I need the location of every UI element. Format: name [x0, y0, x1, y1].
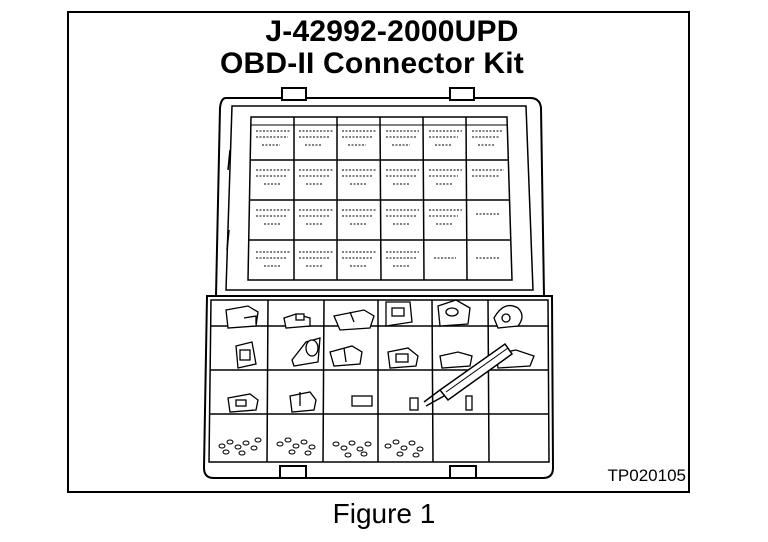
- terminal-removal-tool: [423, 342, 514, 407]
- lid-chart-fine-print: [256, 130, 504, 267]
- terminal-pins: [218, 437, 424, 458]
- figure-caption: Figure 1: [332, 498, 436, 529]
- tray-row1-connectors: [225, 299, 523, 331]
- kit-name: OBD-II Connector Kit: [220, 47, 524, 80]
- tray-row3-connectors: [227, 391, 473, 413]
- kit-part-number: J-42992-2000UPD: [265, 15, 519, 48]
- tray-compartment-grid: [210, 299, 549, 463]
- image-reference-code: TP020105: [607, 466, 686, 485]
- lid-reference-chart: [247, 116, 513, 281]
